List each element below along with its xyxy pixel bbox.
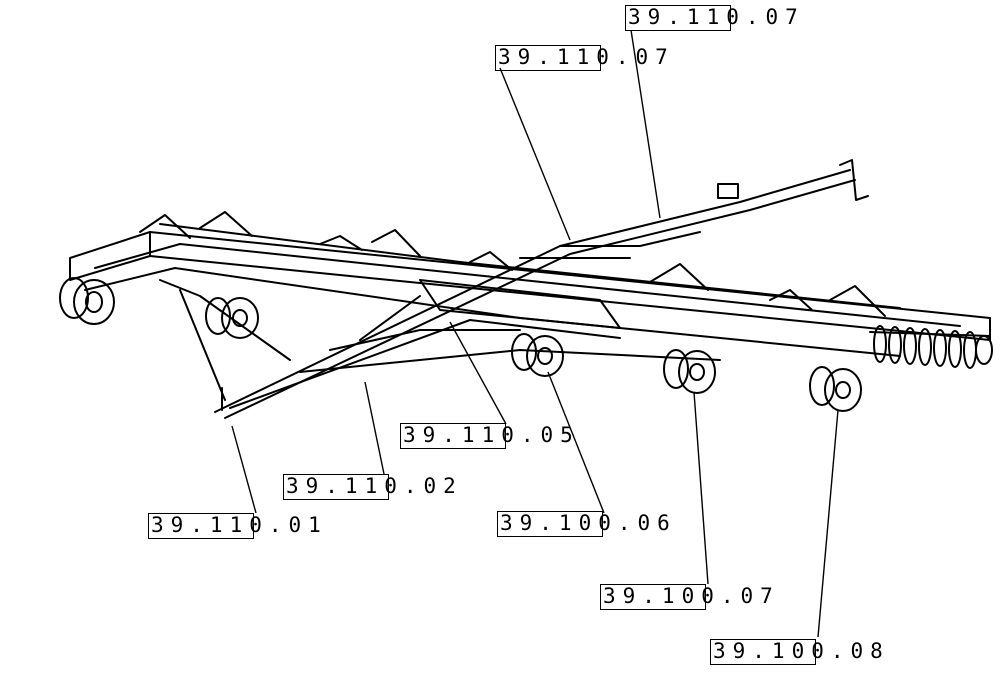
draw-bars [159,279,721,411]
wheel-left-front [59,277,115,325]
callout-label: 39.110.07 [628,5,805,29]
callout-label: 39.100.07 [603,584,780,608]
part-callout[interactable]: 39.110.07 [625,5,805,31]
callout-label: 39.100.08 [713,639,890,663]
callout-label: 39.110.02 [286,474,463,498]
part-callout[interactable]: 39.100.07 [600,584,780,610]
callout-label: 39.110.01 [151,513,328,537]
callout-label: 39.100.06 [500,511,677,535]
disc-gang [869,325,993,369]
wheel-center [511,333,564,377]
leader-lines [231,29,839,638]
part-callout[interactable]: 39.110.05 [400,423,580,449]
callout-label: 39.110.05 [403,423,580,447]
truss-arches [139,211,901,317]
part-callout[interactable]: 39.110.01 [148,513,328,539]
wheel-left-rear [205,297,259,339]
wheel-right-inner [663,349,716,394]
part-callout[interactable]: 39.110.02 [283,474,463,500]
wheel-right-outer [809,366,862,412]
part-callout[interactable]: 39.100.06 [497,511,677,537]
callout-label: 39.110.07 [498,45,675,69]
part-callout[interactable]: 39.110.07 [495,45,675,71]
part-callout[interactable]: 39.100.08 [710,639,890,665]
